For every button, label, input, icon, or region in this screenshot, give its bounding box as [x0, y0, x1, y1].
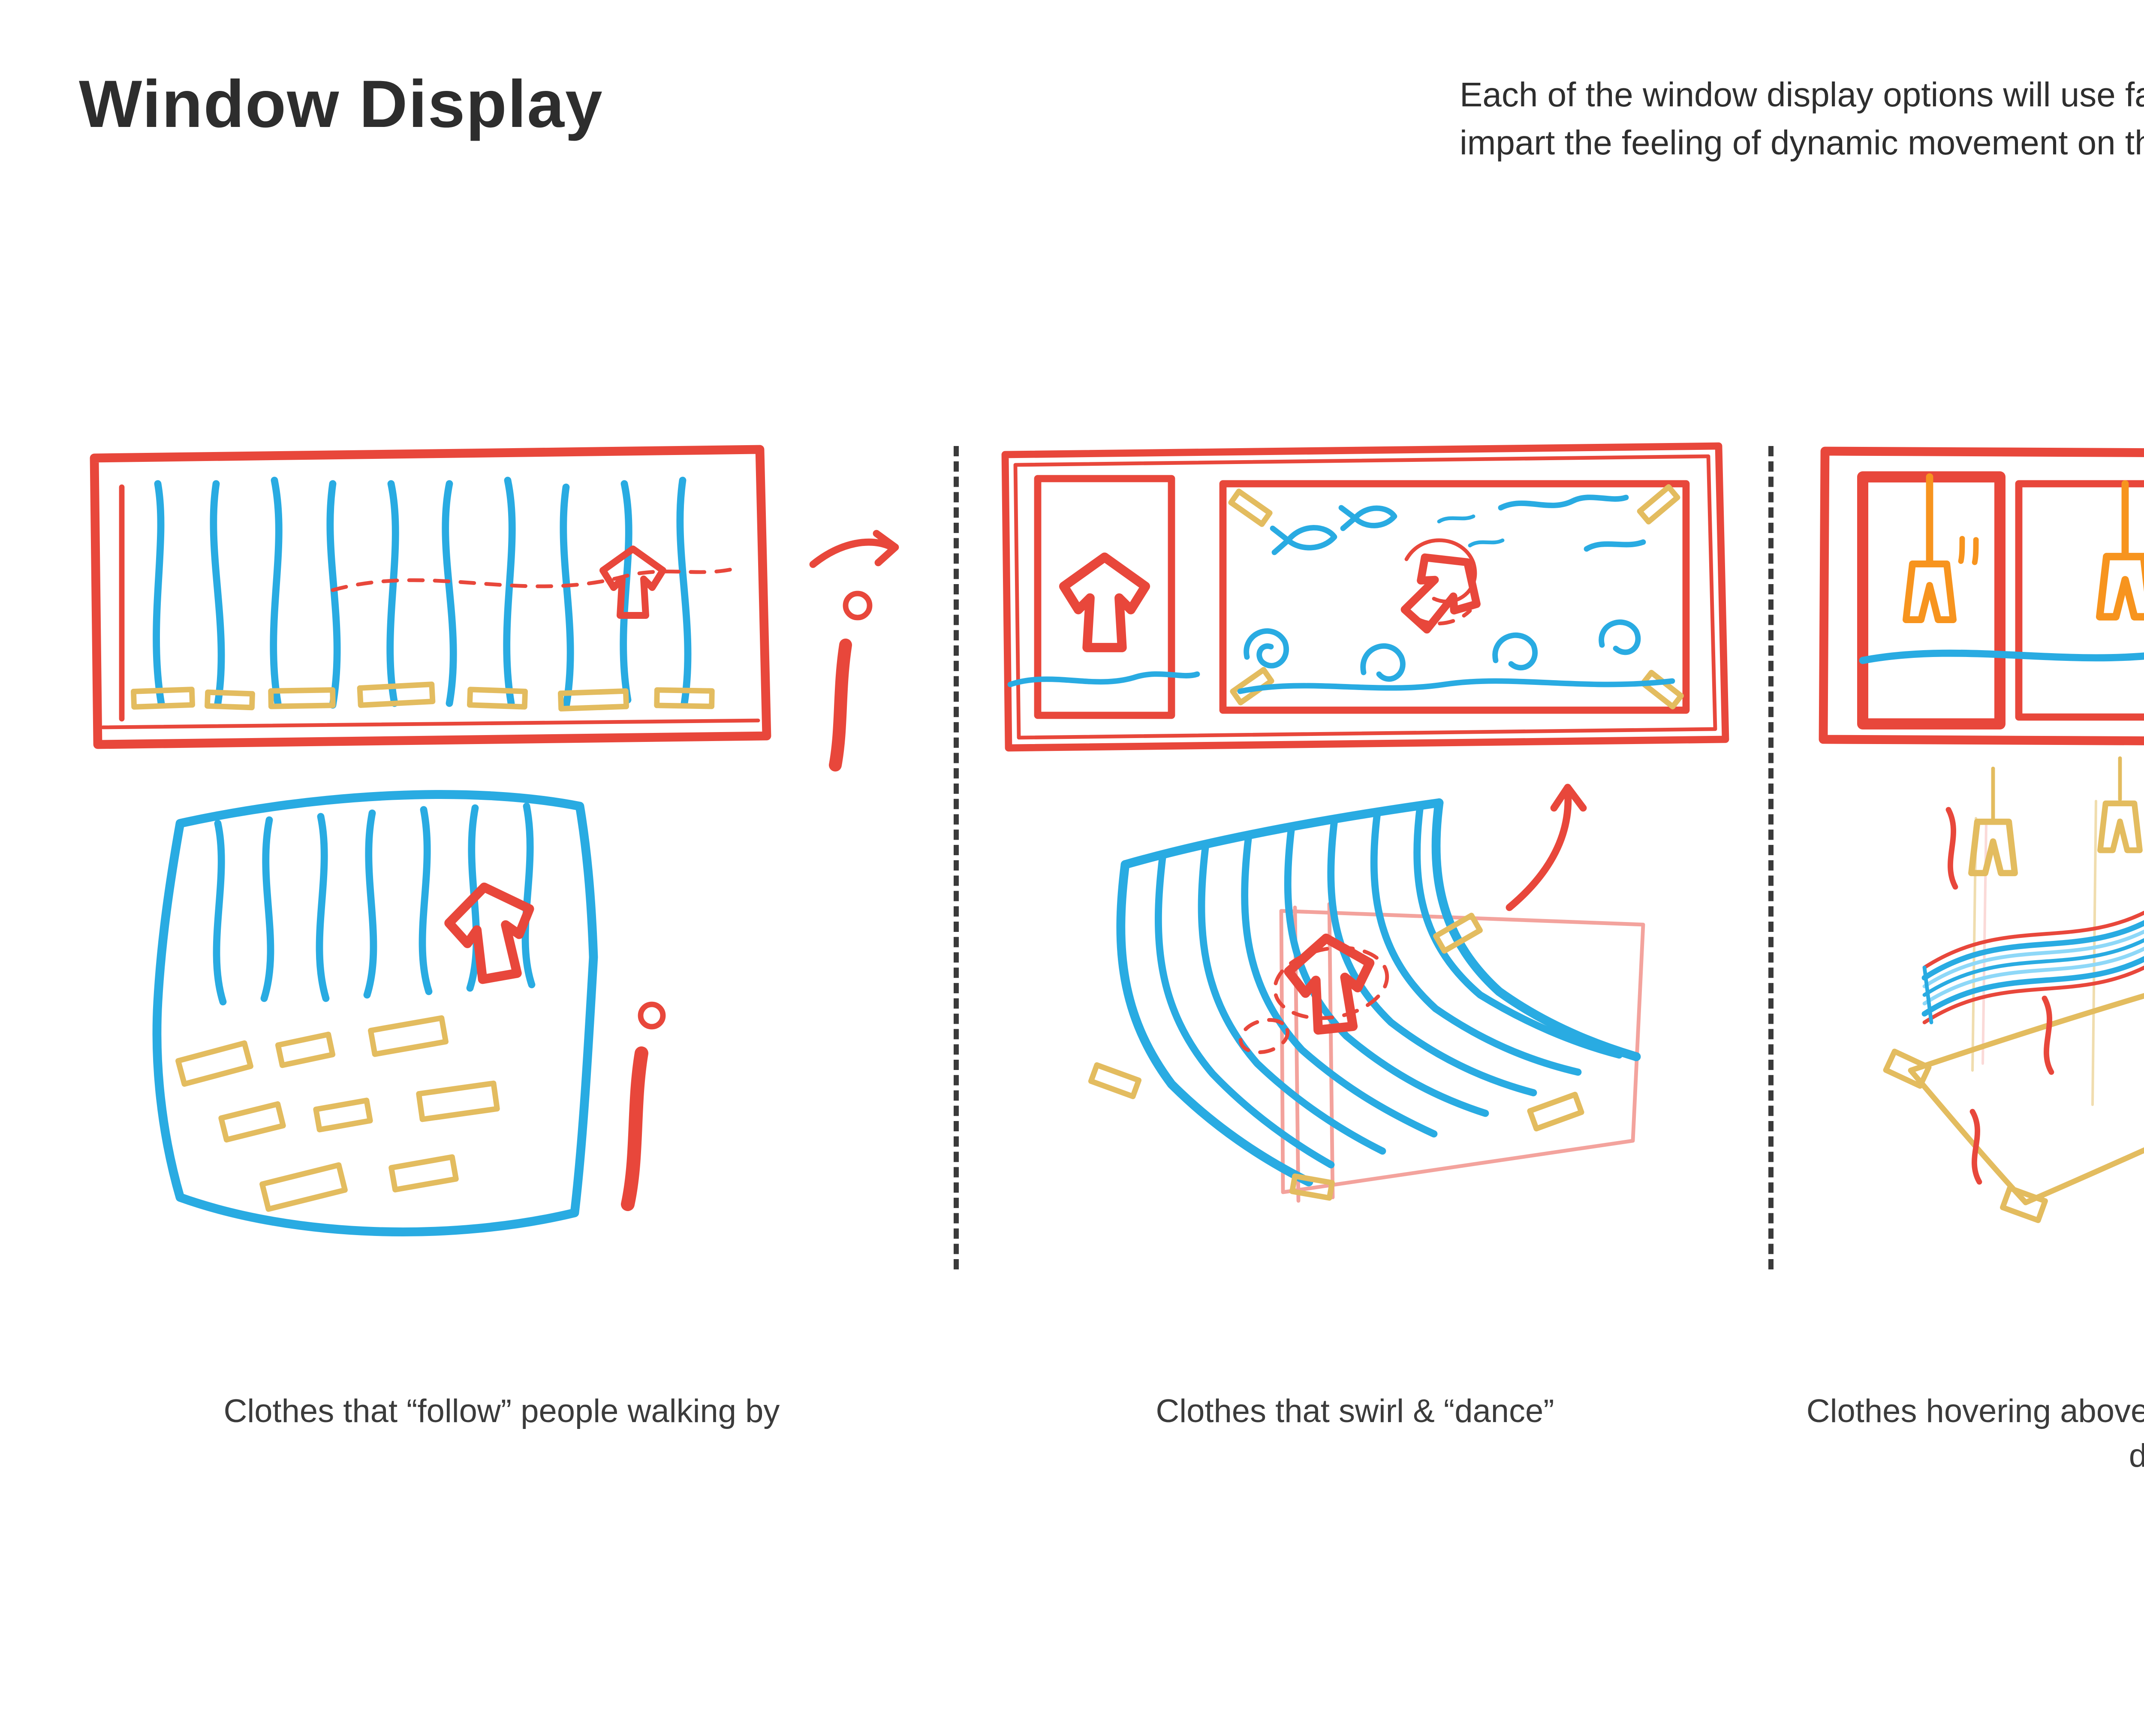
sketch-option-swirl [1001, 442, 1729, 1203]
page-title: Window Display [79, 69, 603, 142]
slide-description: Each of the window display options will … [1460, 77, 2144, 163]
wave-table-frame [1883, 993, 2144, 1224]
sketch-option-follow [90, 445, 899, 1236]
main-display-frame [1219, 480, 1690, 714]
fan-units-floor [175, 1015, 500, 1212]
hanging-garments-above [1971, 756, 2144, 873]
swirl-wave-doodles [1237, 494, 1675, 694]
hanging-garments [1906, 473, 2144, 639]
pants-icon [1971, 822, 2015, 873]
airflow-squiggles [1945, 807, 2054, 1185]
pants-icon [2100, 557, 2144, 617]
window-elevation-follow [90, 445, 899, 772]
undulating-fabric-wave [1921, 910, 2144, 1025]
motion-marks [1958, 536, 1979, 565]
backdrop-outline [1120, 798, 1444, 869]
pants-icon [2100, 803, 2140, 850]
fan-units-row [131, 681, 715, 712]
caption-option-wave: Clothes hovering above an undulating “wa… [1806, 1395, 2144, 1475]
divider [954, 446, 959, 1269]
walking-person-figure [809, 530, 899, 772]
divider [1768, 446, 1774, 1269]
sketch-option-wave [1819, 446, 2144, 1224]
walk-direction-arrow [809, 538, 896, 568]
window-elevation-swirl [1001, 442, 1729, 752]
shirt-icon [1064, 557, 1145, 648]
caption-option-follow: Clothes that “follow” people walking by [223, 1395, 780, 1431]
fan-mount-brackets-floor [1088, 913, 1584, 1201]
lift-arrow [1506, 784, 1587, 911]
shirt-icon [603, 549, 663, 615]
caption-option-swirl: Clothes that swirl & “dance” [1156, 1395, 1554, 1431]
backdrop-outline [152, 790, 598, 1236]
hanging-clothes-lines [153, 476, 692, 711]
wave-line [1859, 649, 2144, 664]
perspective-view-follow [152, 790, 666, 1236]
pants-icon [1906, 564, 1953, 620]
dancing-shirt-figure [1390, 539, 1493, 643]
motion-ellipse-dashed [1273, 946, 1389, 1020]
walking-person-figure [621, 1001, 666, 1211]
motion-path-dashed [331, 567, 733, 592]
perspective-view-wave [1883, 756, 2144, 1224]
perspective-view-swirl [1088, 784, 1645, 1203]
side-display-frame [1034, 475, 1175, 719]
hanging-clothes-lines-perspective [213, 802, 536, 1006]
window-elevation-wave [1819, 446, 2144, 745]
